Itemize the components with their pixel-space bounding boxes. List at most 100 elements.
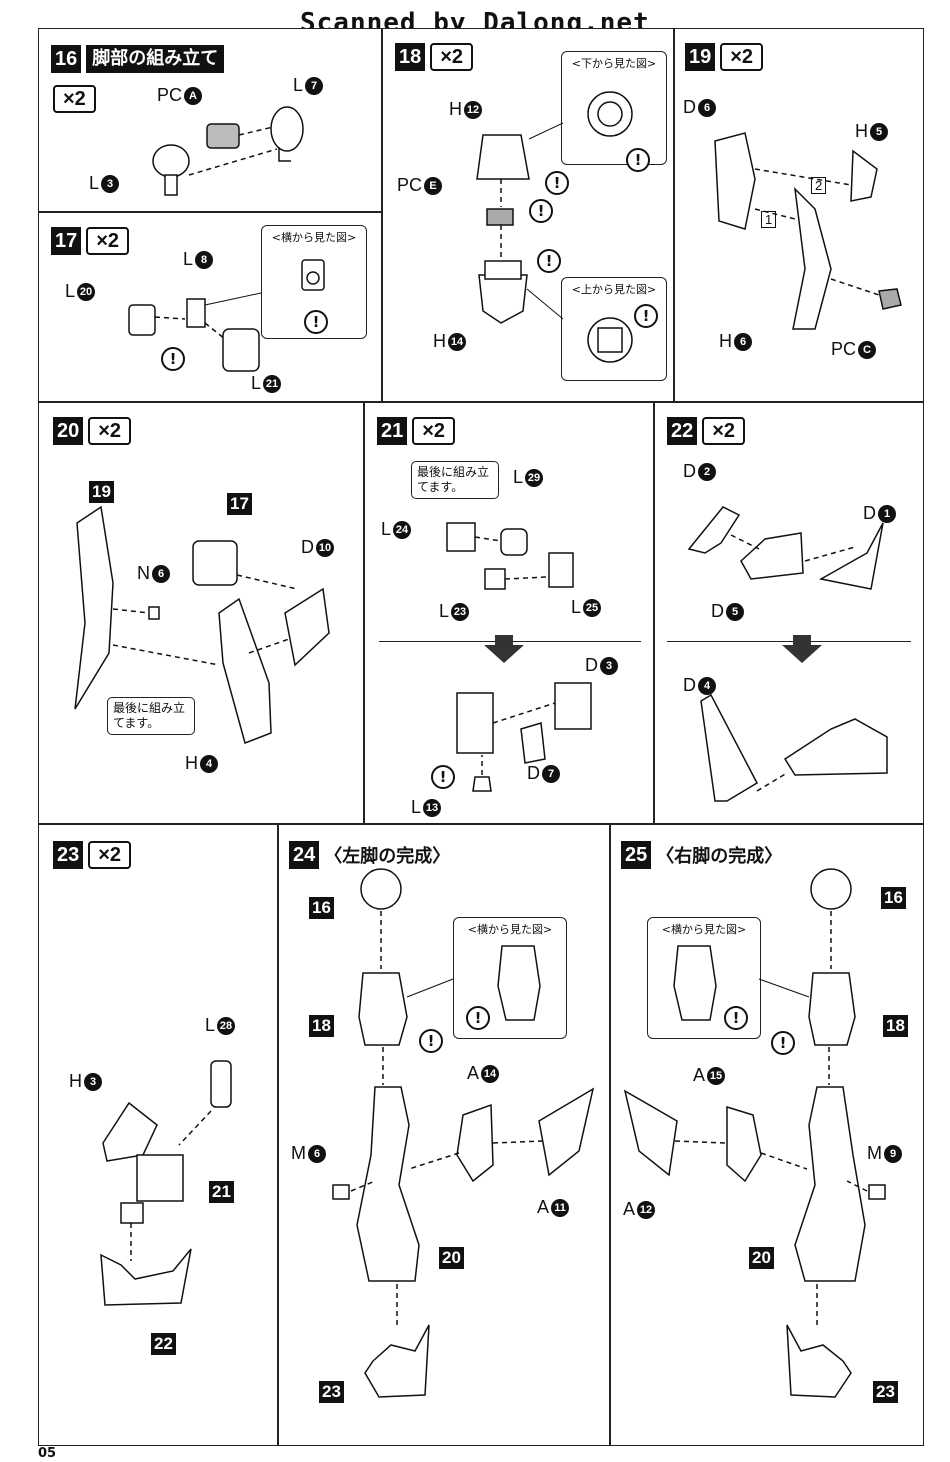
order-label-2: 2 <box>811 177 827 194</box>
bottom-view-caption: <下から見た図> <box>571 57 657 70</box>
warning-icon: ! <box>771 1031 795 1055</box>
sub-assembly-17: 17 <box>227 493 252 515</box>
sub-assembly-16: 16 <box>309 897 334 919</box>
warning-icon: ! <box>466 1006 490 1030</box>
step-19-multiplier: ×2 <box>720 43 764 71</box>
side-view-box: <横から見た図> ! <box>453 917 567 1039</box>
sub-assembly-20: 20 <box>439 1247 464 1269</box>
warning-icon: ! <box>419 1029 443 1053</box>
warning-icon: ! <box>634 304 658 328</box>
step-22-multiplier: ×2 <box>702 417 746 445</box>
warning-icon: ! <box>529 199 553 223</box>
step-divider <box>667 641 911 642</box>
warning-icon: ! <box>431 765 455 789</box>
assemble-last-note: 最後に組み立てます。 <box>107 697 195 735</box>
side-view-caption: <横から見た図> <box>467 923 553 936</box>
step-25-number: 25 <box>621 841 652 869</box>
step-25-header: 25 〈右脚の完成〉 <box>621 841 782 869</box>
sub-assembly-18: 18 <box>309 1015 334 1037</box>
step-25-diagram <box>623 868 886 1398</box>
sub-assembly-20: 20 <box>749 1247 774 1269</box>
step-25-title: 〈右脚の完成〉 <box>656 846 783 867</box>
order-label-1: 1 <box>761 211 777 228</box>
step-21-number: 21 <box>377 417 408 445</box>
warning-icon: ! <box>626 148 650 172</box>
next-arrow-icon <box>484 645 524 663</box>
warning-icon: ! <box>161 347 185 371</box>
warning-icon: ! <box>545 171 569 195</box>
step-18-header: 18 ×2 <box>395 43 474 71</box>
step-16-number: 16 <box>51 45 82 73</box>
sub-assembly-23: 23 <box>319 1381 344 1403</box>
next-arrow-stem <box>793 635 811 645</box>
step-17-multiplier: ×2 <box>86 227 130 255</box>
assemble-last-note: 最後に組み立てます。 <box>411 461 499 499</box>
next-arrow-stem <box>495 635 513 645</box>
step-16-header: 16 脚部の組み立て <box>51 45 225 73</box>
step-22-diagram <box>687 506 888 802</box>
step-18-multiplier: ×2 <box>430 43 474 71</box>
step-23-diagram <box>100 1060 232 1306</box>
side-view-caption: <横から見た図> <box>271 231 357 244</box>
step-24-header: 24 〈左脚の完成〉 <box>289 841 450 869</box>
step-20-multiplier: ×2 <box>88 417 132 445</box>
step-20-number: 20 <box>53 417 84 445</box>
step-22-number: 22 <box>667 417 698 445</box>
step-22-header: 22 ×2 <box>667 417 746 445</box>
top-view-box: <上から見た図> ! <box>561 277 667 381</box>
sub-assembly-19: 19 <box>89 481 114 503</box>
step-21-multiplier: ×2 <box>412 417 456 445</box>
step-20-header: 20 ×2 <box>53 417 132 445</box>
step-23-number: 23 <box>53 841 84 869</box>
step-20-diagram <box>74 505 330 744</box>
step-16-multiplier: ×2 <box>53 85 96 113</box>
warning-icon: ! <box>537 249 561 273</box>
step-21-diagram <box>446 522 592 792</box>
step-21-header: 21 ×2 <box>377 417 456 445</box>
step-24-diagram <box>332 868 595 1398</box>
top-view-caption: <上から見た図> <box>571 283 657 296</box>
warning-icon: ! <box>304 310 328 334</box>
side-view-box: <横から見た図> ! <box>647 917 761 1039</box>
side-view-box: <横から見た図> ! <box>261 225 367 339</box>
step-19-diagram <box>714 132 902 330</box>
step-16-diagram <box>152 106 304 196</box>
